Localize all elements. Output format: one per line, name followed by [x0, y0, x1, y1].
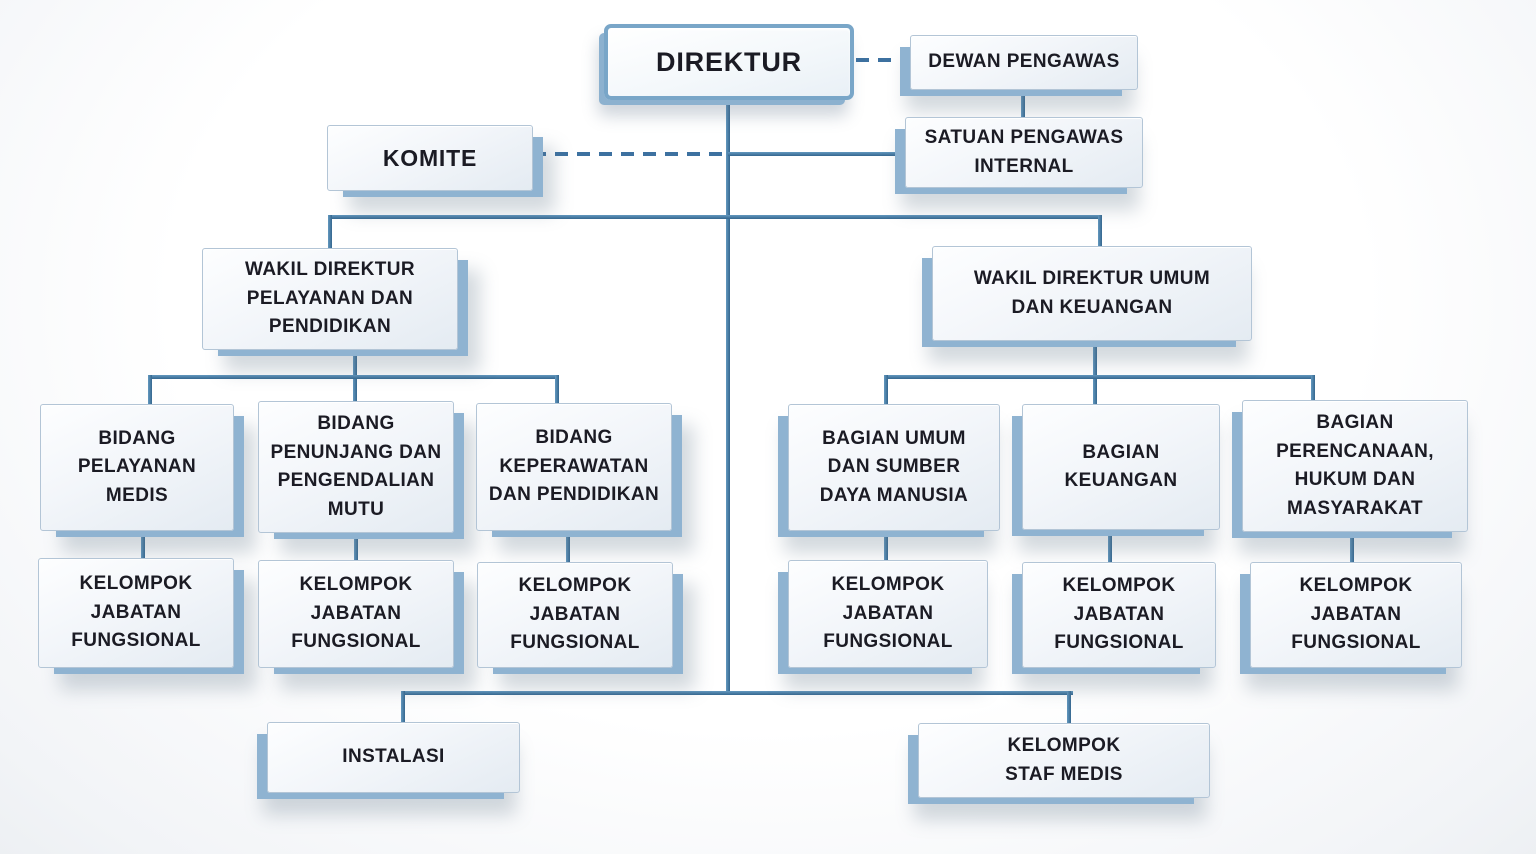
node-direktur: DIREKTUR [604, 24, 854, 100]
node-dewan-pengawas: DEWAN PENGAWAS [910, 35, 1138, 90]
node-kjf-1: KELOMPOK JABATAN FUNGSIONAL [38, 558, 234, 668]
connector-spine-satuan [728, 152, 907, 156]
connector-staf-medis-top [1067, 691, 1071, 725]
connector-bagian3-top [1311, 375, 1315, 403]
node-kjf-5: KELOMPOK JABATAN FUNGSIONAL [1022, 562, 1216, 668]
node-kjf-3: KELOMPOK JABATAN FUNGSIONAL [477, 562, 673, 668]
node-instalasi: INSTALASI [267, 722, 520, 793]
connector-bidang1-top [148, 375, 152, 406]
connector-komite-dashed [533, 152, 728, 156]
node-bagian-umum-sdm: BAGIAN UMUM DAN SUMBER DAYA MANUSIA [788, 404, 1000, 531]
connector-wadir-umum-top [1098, 215, 1102, 248]
connector-kjf4 [884, 529, 888, 562]
node-bidang-penunjang: BIDANG PENUNJANG DAN PENGENDALIAN MUTU [258, 401, 454, 533]
connector-instalasi-top [401, 691, 405, 724]
connector-bottom-rail [401, 691, 1073, 695]
connector-wadir-pelayanan-top [328, 215, 332, 250]
connector-split-right [884, 375, 1315, 379]
connector-branch-top [328, 215, 1102, 219]
node-bagian-perencanaan: BAGIAN PERENCANAAN, HUKUM DAN MASYARAKAT [1242, 400, 1468, 532]
connector-wadir-umum-bottom [1093, 340, 1097, 406]
node-bidang-pelayanan-medis: BIDANG PELAYANAN MEDIS [40, 404, 234, 531]
connector-dewan-satuan [1021, 90, 1025, 119]
connector-kjf2 [354, 530, 358, 562]
node-bidang-keperawatan: BIDANG KEPERAWATAN DAN PENDIDIKAN [476, 403, 672, 531]
connector-kjf6 [1350, 530, 1354, 564]
node-bagian-keuangan: BAGIAN KEUANGAN [1022, 404, 1220, 530]
node-kelompok-staf-medis: KELOMPOK STAF MEDIS [918, 723, 1210, 798]
connector-split-left [148, 375, 559, 379]
node-komite: KOMITE [327, 125, 533, 191]
node-kjf-4: KELOMPOK JABATAN FUNGSIONAL [788, 560, 988, 668]
connector-bidang3-top [555, 375, 559, 405]
connector-bagian1-top [884, 375, 888, 406]
node-kjf-2: KELOMPOK JABATAN FUNGSIONAL [258, 560, 454, 668]
node-wakil-direktur-pelayanan: WAKIL DIREKTUR PELAYANAN DAN PENDIDIKAN [202, 248, 458, 350]
connector-central-spine [726, 99, 730, 695]
connector-kjf5 [1108, 528, 1112, 564]
connector-direktur-dewan-dashed [856, 58, 912, 62]
node-kjf-6: KELOMPOK JABATAN FUNGSIONAL [1250, 562, 1462, 668]
node-satuan-pengawas-internal: SATUAN PENGAWAS INTERNAL [905, 117, 1143, 188]
node-wakil-direktur-umum: WAKIL DIREKTUR UMUM DAN KEUANGAN [932, 246, 1252, 341]
connector-kjf1 [141, 529, 145, 560]
connector-kjf3 [566, 529, 570, 564]
